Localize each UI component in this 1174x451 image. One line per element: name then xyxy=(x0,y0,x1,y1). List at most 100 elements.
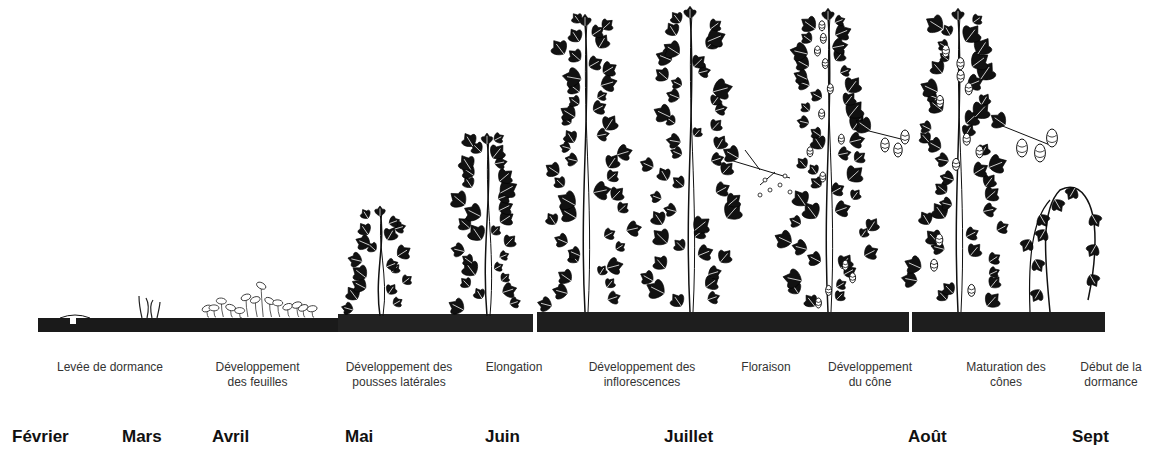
leaf-vein xyxy=(1092,215,1097,224)
leaf-vein xyxy=(594,190,607,193)
hop-leaf xyxy=(719,142,742,166)
hop-leaf xyxy=(982,202,998,219)
hop-leaf xyxy=(471,285,487,301)
leaf-vein xyxy=(380,208,381,216)
leaf-vein xyxy=(788,278,802,281)
hop-leaf xyxy=(445,295,467,318)
leaf-vein xyxy=(597,134,606,136)
hop-leaf xyxy=(599,58,620,79)
hop-leaf xyxy=(560,127,580,146)
leaf-vein xyxy=(728,198,737,205)
flower-bur xyxy=(778,183,782,187)
hop-leaf xyxy=(689,51,710,72)
leaf-vein xyxy=(849,106,858,117)
hop-leaf xyxy=(346,251,363,269)
leaf-vein xyxy=(474,145,481,152)
leaf-vein xyxy=(803,105,809,110)
leaf-vein xyxy=(617,151,628,154)
stage-label: Floraison xyxy=(730,360,802,375)
hop-cone xyxy=(826,285,832,295)
leaf-vein xyxy=(852,192,857,199)
leaf-vein xyxy=(344,308,353,310)
hop-leaf xyxy=(455,151,478,174)
leaf-vein xyxy=(453,304,464,310)
leaf-vein xyxy=(506,238,513,245)
cone-scale xyxy=(882,143,889,149)
hop-leaf xyxy=(938,196,953,212)
leaf-vein xyxy=(500,174,509,182)
hop-leaf xyxy=(808,125,824,141)
leaf-vein xyxy=(462,221,470,228)
hop-leaf xyxy=(565,244,582,261)
leaf-vein xyxy=(487,136,488,144)
leaf-vein xyxy=(966,115,975,123)
leaf-vein xyxy=(706,280,715,287)
hop-leaf xyxy=(901,253,924,277)
hop-cone xyxy=(819,109,825,119)
hop-cone xyxy=(842,260,848,270)
leaf-vein xyxy=(387,263,395,266)
leaf-vein xyxy=(556,290,567,293)
hop-leaf xyxy=(659,37,684,62)
cone-scale xyxy=(964,137,970,142)
hop-leaf xyxy=(648,224,674,250)
leaf-vein xyxy=(668,47,679,54)
hop-leaf xyxy=(669,75,684,91)
leaf-vein xyxy=(659,72,667,79)
hop-leaf xyxy=(586,53,606,73)
leaf-vein xyxy=(708,297,717,300)
leaf-vein xyxy=(713,97,718,104)
leaf-vein xyxy=(798,61,808,67)
leaf-vein xyxy=(503,289,513,292)
hop-leaf xyxy=(625,219,643,238)
leaf-vein xyxy=(467,137,473,147)
hop-leaf xyxy=(934,152,950,168)
leaf-vein xyxy=(362,226,368,234)
cone-scale xyxy=(953,163,959,168)
leaf-vein xyxy=(794,51,807,54)
hop-leaf xyxy=(615,143,635,163)
month-label: Mars xyxy=(122,427,162,447)
leaf-vein xyxy=(836,294,842,300)
leaf-vein xyxy=(668,119,675,124)
flower-bur xyxy=(758,193,762,197)
month-label: Mai xyxy=(345,427,373,447)
hop-leaf xyxy=(842,161,868,187)
leaf-vein xyxy=(609,158,615,167)
hop-leaf xyxy=(650,101,674,125)
leaf-vein xyxy=(991,279,997,287)
leaf-vein xyxy=(510,302,518,305)
hop-leaf xyxy=(915,208,935,228)
hop-leaf xyxy=(547,35,571,59)
young-leaf xyxy=(255,281,267,291)
hop-cone xyxy=(930,259,937,271)
hop-leaf xyxy=(667,8,685,26)
leaf-vein xyxy=(601,82,613,85)
leaf-vein xyxy=(813,131,820,136)
leaf-vein xyxy=(608,297,617,300)
leaf-vein xyxy=(464,280,470,286)
hop-leaf xyxy=(834,250,857,272)
hop-leaf xyxy=(1027,287,1046,305)
leaf-vein xyxy=(975,107,985,117)
hop-leaf xyxy=(553,187,580,214)
leaf-vein xyxy=(464,159,471,169)
leaf-vein xyxy=(398,250,407,256)
leaf-vein xyxy=(562,274,571,280)
hop-cone xyxy=(819,21,825,31)
leaf-vein xyxy=(797,75,807,79)
leaf-vein xyxy=(796,246,807,249)
leaf-vein xyxy=(598,94,605,98)
sprout xyxy=(157,302,160,318)
leaf-vein xyxy=(500,255,507,258)
leaf-vein xyxy=(492,228,498,234)
leaf-vein xyxy=(667,209,676,211)
leaf-vein xyxy=(923,135,929,142)
hop-cone xyxy=(820,172,826,182)
hop-cone xyxy=(1017,139,1028,157)
cone-scale xyxy=(1018,145,1027,152)
hop-leaf xyxy=(457,274,473,290)
hop-leaf xyxy=(565,25,586,45)
leaf-vein xyxy=(592,30,600,36)
leaf-vein xyxy=(603,22,610,28)
